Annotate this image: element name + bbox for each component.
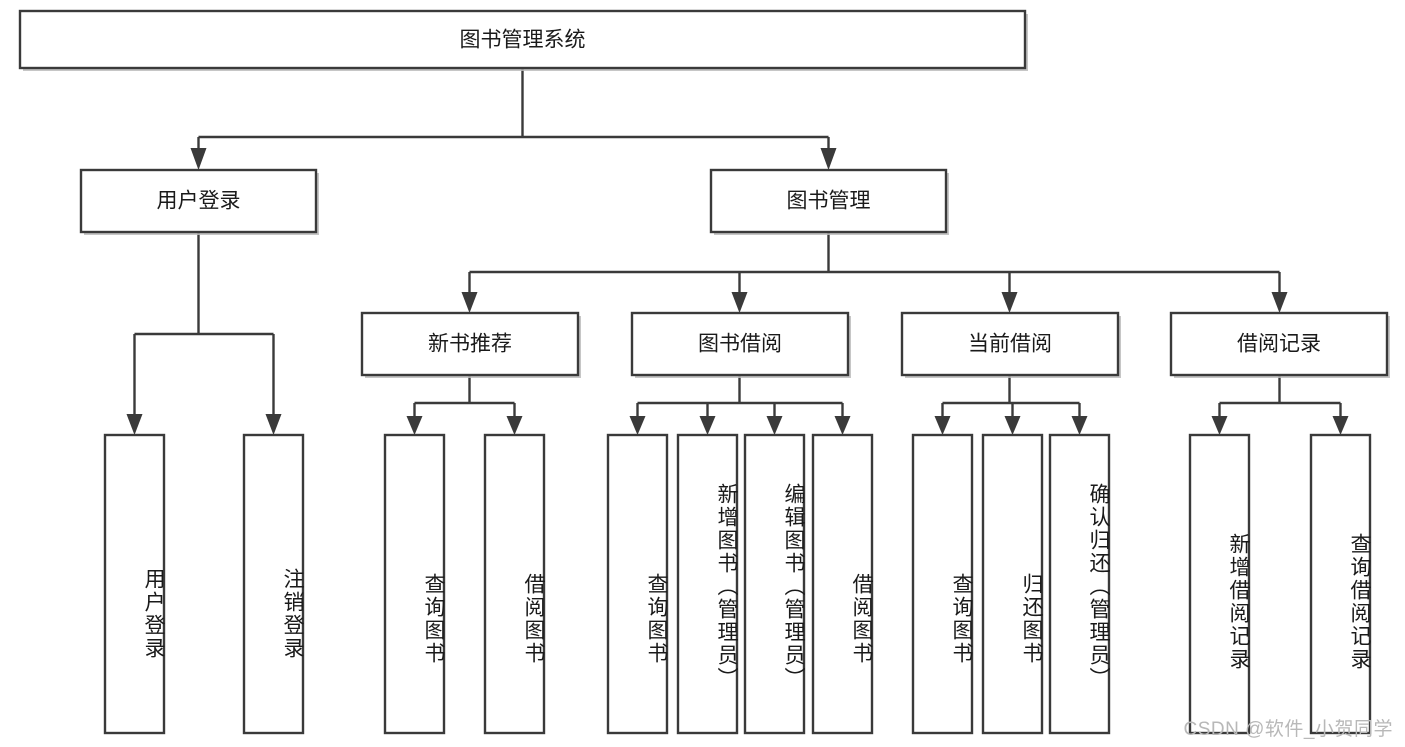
- new-book-recommend-label: 新书推荐: [428, 333, 512, 356]
- leaf-box-group: [103, 433, 1372, 735]
- arrow-user-login-leaf-1: [126, 414, 143, 435]
- arrow-new-book-leaf-2: [506, 416, 523, 435]
- leaf-box-query-book-current[interactable]: [911, 433, 974, 735]
- leaf-box-query-book-borrow[interactable]: [606, 433, 669, 735]
- leaf-box-query-borrow-record[interactable]: [1309, 433, 1372, 735]
- arrow-current-borrow-leaf-3: [1071, 416, 1088, 435]
- arrow-user-login-leaf-2: [265, 414, 282, 435]
- arrow-root-to-user-login: [190, 148, 207, 170]
- arrow-to-current-borrow: [1001, 292, 1018, 313]
- user-login-label: 用户登录: [157, 190, 241, 213]
- leaf-box-add-borrow-record[interactable]: [1188, 433, 1251, 735]
- node-root-system[interactable]: 图书管理系统: [18, 9, 1028, 71]
- node-book-management[interactable]: 图书管理: [709, 168, 949, 235]
- node-user-login[interactable]: 用户登录: [79, 168, 319, 235]
- book-borrow-label: 图书借阅: [698, 333, 782, 356]
- book-borrow-box[interactable]: [630, 311, 850, 377]
- arrow-to-book-borrow: [731, 292, 748, 313]
- leaf-box-borrow-book[interactable]: [811, 433, 874, 735]
- leaf-box-confirm-return-admin[interactable]: [1048, 433, 1111, 735]
- new-book-recommend-box[interactable]: [360, 311, 580, 377]
- node-borrow-record[interactable]: 借阅记录: [1169, 311, 1390, 378]
- node-current-borrow[interactable]: 当前借阅: [900, 311, 1121, 378]
- leaf-box-return-book[interactable]: [981, 433, 1044, 735]
- arrow-book-borrow-leaf-4: [834, 416, 851, 435]
- connector-group: [126, 68, 1349, 435]
- root-label: 图书管理系统: [460, 29, 586, 52]
- arrow-root-to-book-mgmt: [820, 148, 837, 170]
- current-borrow-box[interactable]: [900, 311, 1120, 377]
- current-borrow-label: 当前借阅: [968, 333, 1052, 356]
- arrow-book-borrow-leaf-2: [699, 416, 716, 435]
- leaf-box-user-login[interactable]: [103, 433, 166, 735]
- leaf-box-add-book-admin[interactable]: [676, 433, 739, 735]
- arrow-to-new-book: [461, 292, 478, 313]
- root-box[interactable]: [18, 9, 1027, 70]
- leaf-box-query-book-new[interactable]: [383, 433, 446, 735]
- csdn-watermark: CSDN @软件_小贺同学: [1183, 719, 1393, 740]
- borrow-record-box[interactable]: [1169, 311, 1389, 377]
- borrow-record-label: 借阅记录: [1237, 333, 1321, 356]
- arrow-current-borrow-leaf-1: [934, 416, 951, 435]
- arrow-to-borrow-record: [1271, 292, 1288, 313]
- arrow-borrow-record-leaf-2: [1332, 416, 1349, 435]
- leaf-box-edit-book-admin[interactable]: [743, 433, 806, 735]
- arrow-current-borrow-leaf-2: [1004, 416, 1021, 435]
- leaf-box-borrow-book-new[interactable]: [483, 433, 546, 735]
- node-book-borrow[interactable]: 图书借阅: [630, 311, 851, 378]
- arrow-book-borrow-leaf-1: [629, 416, 646, 435]
- node-new-book-recommend[interactable]: 新书推荐: [360, 311, 581, 378]
- arrow-borrow-record-leaf-1: [1211, 416, 1228, 435]
- user-login-box[interactable]: [79, 168, 318, 234]
- arrow-book-borrow-leaf-3: [766, 416, 783, 435]
- leaf-box-logout-login[interactable]: [242, 433, 305, 735]
- book-management-label: 图书管理: [787, 190, 871, 213]
- book-management-box[interactable]: [709, 168, 948, 234]
- arrow-new-book-leaf-1: [406, 416, 423, 435]
